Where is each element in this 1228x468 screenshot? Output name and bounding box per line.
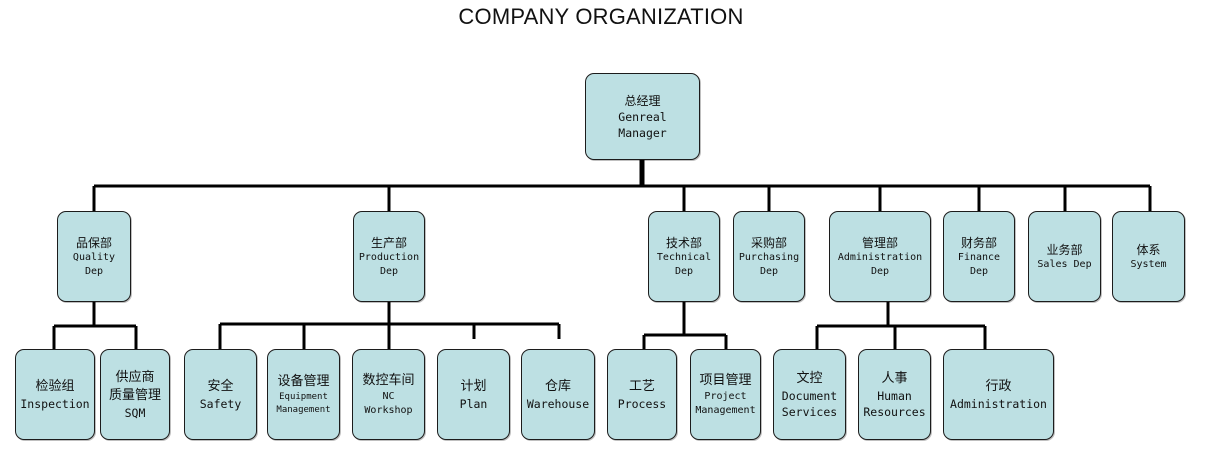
node-sqm-en: SQM	[124, 405, 146, 420]
node-nc-workshop: 数控车间 NC Workshop	[352, 349, 425, 440]
node-administration-dep: 管理部 Administration Dep	[829, 211, 931, 302]
node-inspection-en: Inspection	[20, 396, 90, 411]
node-purchasing-dep: 采购部 Purchasing Dep	[733, 211, 805, 302]
node-sqm: 供应商 质量管理 SQM	[100, 349, 170, 440]
node-purchasing-dep-zh: 采购部	[750, 235, 787, 250]
node-sales-dep: 业务部 Sales Dep	[1028, 211, 1101, 302]
node-system: 体系 System	[1112, 211, 1185, 302]
node-production-dep: 生产部 Production Dep	[353, 211, 425, 302]
node-nc-workshop-en: NC Workshop	[364, 390, 413, 416]
node-equipment-management-zh: 设备管理	[277, 373, 330, 389]
node-sales-dep-en: Sales Dep	[1037, 258, 1092, 270]
node-document-services-en: Document Services	[781, 388, 838, 419]
node-technical-dep-en: Technical Dep	[656, 251, 712, 277]
node-document-services: 文控 Document Services	[773, 349, 846, 440]
node-equipment-management-en: Equipment Management	[276, 391, 331, 415]
node-administration-en: Administration	[950, 396, 1047, 411]
node-sales-dep-zh: 业务部	[1046, 242, 1083, 257]
node-project-management-zh: 项目管理	[699, 372, 752, 388]
node-project-management: 项目管理 Project Management	[690, 349, 761, 440]
node-project-management-en: Project Management	[695, 390, 756, 416]
node-finance-dep-zh: 财务部	[960, 235, 997, 250]
node-nc-workshop-zh: 数控车间	[362, 372, 415, 388]
node-administration-zh: 行政	[985, 378, 1012, 394]
node-plan: 计划 Plan	[437, 349, 510, 440]
node-warehouse-zh: 仓库	[544, 378, 571, 394]
node-plan-zh: 计划	[460, 378, 487, 394]
node-general-manager: 总经理 Genreal Manager	[585, 73, 700, 160]
node-warehouse: 仓库 Warehouse	[521, 349, 595, 440]
node-general-manager-en: Genreal Manager	[618, 109, 667, 140]
node-plan-en: Plan	[459, 396, 488, 411]
node-quality-dep-en: Quality Dep	[72, 251, 116, 277]
chart-title: COMPANY ORGANIZATION	[458, 4, 744, 29]
node-general-manager-zh: 总经理	[624, 93, 661, 108]
node-human-resources: 人事 Human Resources	[858, 349, 931, 440]
node-purchasing-dep-en: Purchasing Dep	[738, 251, 800, 277]
node-inspection-zh: 检验组	[35, 378, 75, 394]
node-administration-dep-en: Administration Dep	[837, 251, 923, 277]
node-technical-dep-zh: 技术部	[665, 235, 702, 250]
node-inspection: 检验组 Inspection	[15, 349, 95, 440]
node-quality-dep-zh: 品保部	[75, 235, 112, 250]
node-safety-zh: 安全	[207, 378, 234, 394]
node-human-resources-zh: 人事	[881, 370, 908, 386]
node-document-services-zh: 文控	[796, 370, 823, 386]
node-technical-dep: 技术部 Technical Dep	[648, 211, 720, 302]
node-production-dep-zh: 生产部	[370, 235, 407, 250]
node-finance-dep: 财务部 Finance Dep	[943, 211, 1015, 302]
node-human-resources-en: Human Resources	[863, 388, 926, 419]
node-system-en: System	[1130, 258, 1167, 270]
node-equipment-management: 设备管理 Equipment Management	[267, 349, 340, 440]
node-safety: 安全 Safety	[184, 349, 257, 440]
node-production-dep-en: Production Dep	[358, 251, 420, 277]
node-system-zh: 体系	[1136, 242, 1161, 257]
node-warehouse-en: Warehouse	[526, 396, 590, 411]
node-administration-dep-zh: 管理部	[861, 235, 898, 250]
node-safety-en: Safety	[199, 396, 242, 411]
node-sqm-zh: 供应商 质量管理	[108, 369, 161, 403]
node-process-zh: 工艺	[628, 378, 655, 394]
node-quality-dep: 品保部 Quality Dep	[57, 211, 131, 302]
node-process-en: Process	[617, 396, 667, 411]
node-process: 工艺 Process	[607, 349, 677, 440]
node-finance-dep-en: Finance Dep	[957, 251, 1001, 277]
node-administration: 行政 Administration	[943, 349, 1054, 440]
